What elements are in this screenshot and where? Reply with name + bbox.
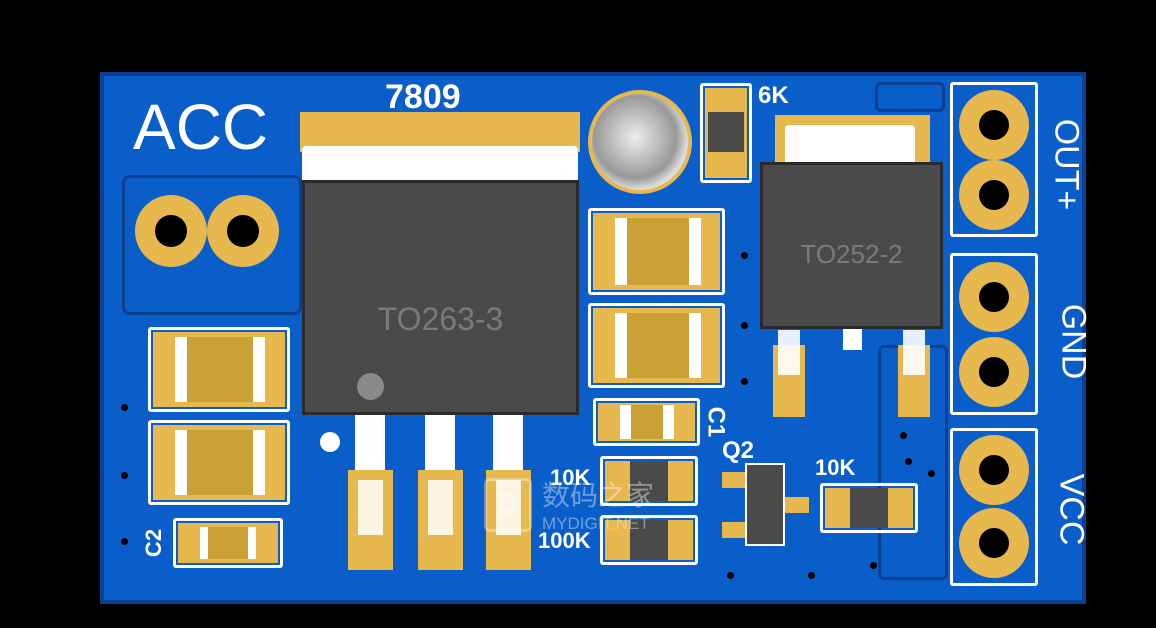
resistor-10k-right xyxy=(820,483,918,533)
via xyxy=(928,470,935,477)
capacitor-body xyxy=(627,218,689,285)
led-component xyxy=(592,94,688,190)
to252-leg xyxy=(903,330,925,375)
capacitor-body xyxy=(208,527,248,559)
resistor-body xyxy=(630,461,668,501)
watermark-en: MYDIGIT.NET xyxy=(542,514,650,533)
capacitor xyxy=(588,208,725,295)
capacitor-c2 xyxy=(173,518,283,568)
resistor-6k xyxy=(700,83,752,183)
via xyxy=(905,458,912,465)
label-10k: 10K xyxy=(550,465,591,490)
connector-vcc[interactable] xyxy=(950,428,1038,586)
through-hole xyxy=(959,90,1029,160)
regulator-body: TO263-3 xyxy=(302,180,579,415)
to252-leg xyxy=(778,330,800,375)
label-vcc: VCC xyxy=(1052,473,1091,546)
label-100k: 100K xyxy=(538,528,591,553)
capacitor-body xyxy=(631,405,663,439)
via xyxy=(727,572,734,579)
package-label: TO252-2 xyxy=(800,239,903,269)
resistor-6k-label: 6K xyxy=(758,82,789,109)
solder xyxy=(358,480,383,535)
to252-center-leg xyxy=(843,329,862,350)
label-q2: Q2 xyxy=(722,437,755,464)
transistor-q2 xyxy=(745,463,785,546)
acc-hole xyxy=(135,195,207,267)
resistor-100k xyxy=(600,515,698,565)
connector-out-plus[interactable] xyxy=(950,82,1038,237)
capacitor xyxy=(148,327,290,412)
connector-gnd[interactable] xyxy=(950,253,1038,415)
via xyxy=(121,538,128,545)
solder xyxy=(428,480,453,535)
via xyxy=(870,562,877,569)
acc-hole xyxy=(207,195,279,267)
via xyxy=(808,572,815,579)
watermark-logo: D xyxy=(484,478,532,532)
to252-tab-edge xyxy=(785,125,915,165)
capacitor xyxy=(588,303,725,388)
capacitor-c1 xyxy=(593,398,700,446)
through-hole xyxy=(959,508,1029,578)
capacitor xyxy=(148,420,290,505)
regulator-leg xyxy=(493,415,523,475)
via xyxy=(741,322,748,329)
label-c1: C1 xyxy=(702,406,730,438)
label-c2: C2 xyxy=(141,528,167,558)
pad xyxy=(722,522,750,538)
via xyxy=(121,404,128,411)
via xyxy=(121,472,128,479)
pin-dot xyxy=(320,432,340,452)
capacitor-body xyxy=(187,337,253,402)
trace xyxy=(875,82,945,112)
label-10k-right: 10K xyxy=(815,455,856,480)
through-hole xyxy=(959,435,1029,505)
regulator-leg xyxy=(355,415,385,475)
pad xyxy=(722,472,750,488)
package-label: TO263-3 xyxy=(377,301,504,337)
through-hole xyxy=(959,160,1029,230)
board-title: ACC xyxy=(133,91,269,163)
resistor-10k xyxy=(600,456,698,506)
regulator-label: 7809 xyxy=(385,78,461,116)
trace xyxy=(122,175,302,315)
pin1-marker xyxy=(357,373,384,400)
pad xyxy=(783,497,809,513)
watermark-cn: 数码之家 xyxy=(542,480,655,511)
via xyxy=(900,432,907,439)
capacitor-body xyxy=(627,313,689,378)
resistor-body xyxy=(630,520,668,560)
through-hole xyxy=(959,262,1029,332)
resistor-body xyxy=(708,112,744,152)
label-out-plus: OUT+ xyxy=(1047,118,1086,211)
to252-body: TO252-2 xyxy=(760,162,943,329)
solder xyxy=(496,480,521,535)
resistor-body xyxy=(850,488,888,528)
regulator-tab-edge xyxy=(302,146,578,182)
capacitor-body xyxy=(187,430,253,495)
regulator-tab xyxy=(300,112,580,152)
through-hole xyxy=(959,337,1029,407)
via xyxy=(741,378,748,385)
regulator-leg xyxy=(425,415,455,475)
label-gnd: GND xyxy=(1054,303,1093,380)
via xyxy=(741,252,748,259)
